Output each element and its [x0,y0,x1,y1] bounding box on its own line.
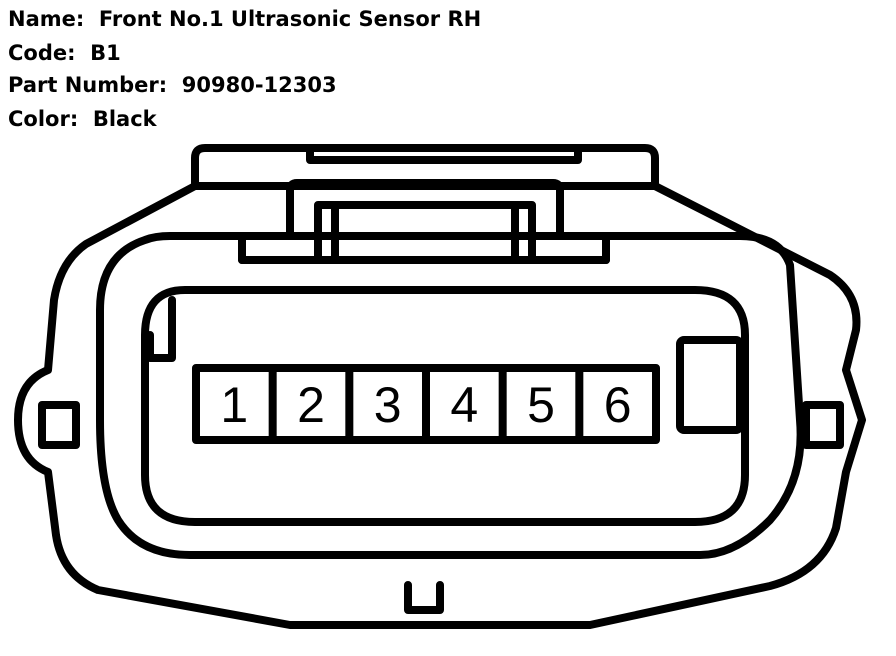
pin-number-6: 6 [604,377,632,433]
color-label: Color: [8,107,79,131]
inner-shroud [96,232,805,559]
name-value: Front No.1 Ultrasonic Sensor RH [98,7,482,31]
right-side-tab [802,401,844,449]
pin-number-1: 1 [220,377,248,433]
latch-slot [306,144,582,164]
pin-number-4: 4 [450,377,478,433]
polarization-key [676,336,744,434]
left-side-tab [38,401,80,449]
bottom-key [404,581,444,614]
part-number-value: 90980-12303 [181,73,337,97]
top-latch [191,144,659,190]
connector-outer-housing [14,182,866,629]
pin-cells [268,368,584,440]
color-value: Black [92,107,157,131]
terminal-cavity [141,286,749,526]
left-notch [146,296,176,362]
lock-ramp [286,179,564,240]
part-number-row: Part Number: 90980-12303 [8,72,337,98]
name-label: Name: [8,7,85,31]
pin-number-3: 3 [374,377,402,433]
pin-number-5: 5 [527,377,555,433]
code-label: Code: [8,41,76,65]
lock-ramp-inner [314,201,536,264]
pin-number-2: 2 [297,377,325,433]
connector-name-row: Name: Front No.1 Ultrasonic Sensor RH [8,6,481,32]
connector-code-row: Code: B1 [8,40,121,66]
part-number-label: Part Number: [8,73,168,97]
code-value: B1 [90,41,121,65]
connector-color-row: Color: Black [8,106,157,132]
